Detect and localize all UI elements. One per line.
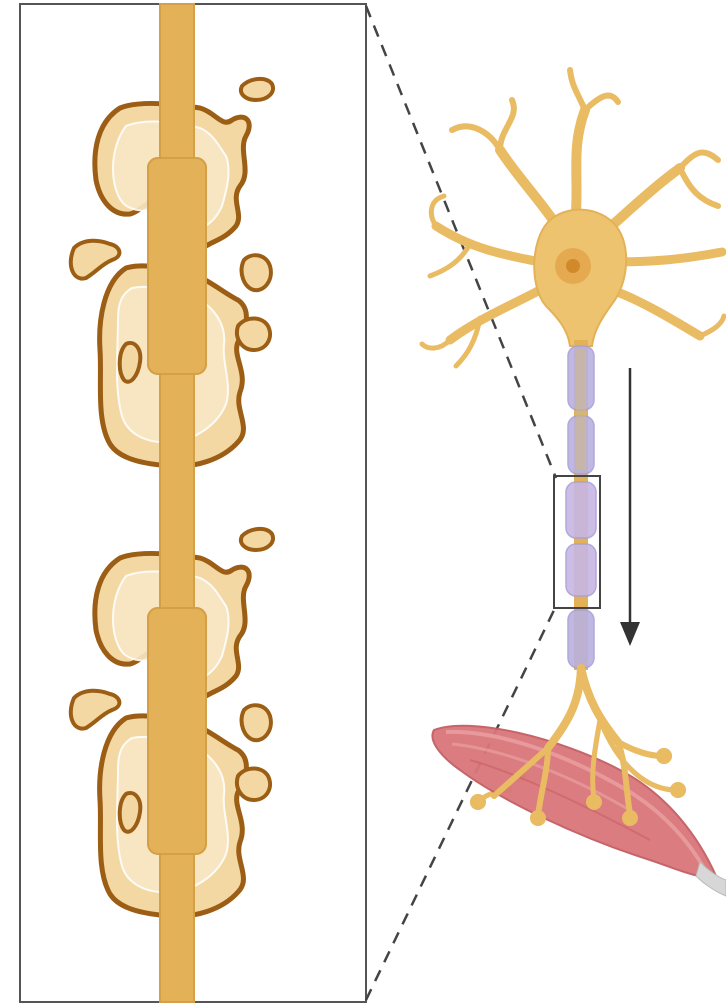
- signal-direction-arrow-icon: [620, 368, 640, 646]
- axon-bulge-upper: [148, 158, 206, 374]
- zoom-guide-lines: [366, 6, 556, 1000]
- nucleolus: [566, 259, 580, 273]
- muscle-fiber-icon: [432, 726, 726, 896]
- sheath-3: [566, 482, 596, 538]
- sheath-5: [568, 610, 594, 668]
- sheath-4: [566, 544, 596, 596]
- zoom-inset-panel: [20, 4, 366, 1002]
- axon-bulge-lower: [148, 608, 206, 854]
